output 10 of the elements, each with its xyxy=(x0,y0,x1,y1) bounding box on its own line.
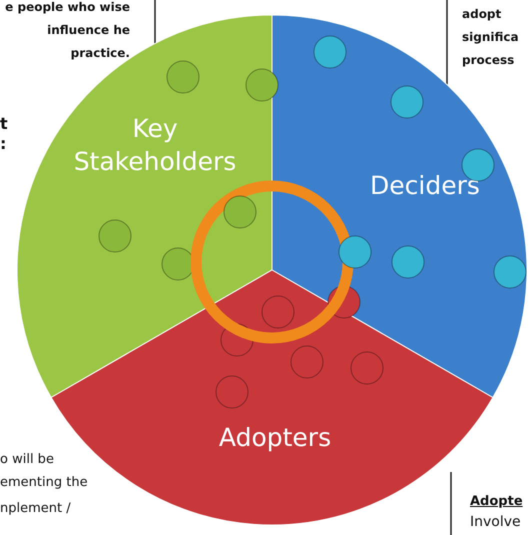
sector-label: Key Stakeholders xyxy=(72,113,238,178)
note-text: adopt significa process xyxy=(462,6,520,69)
note-text: : xyxy=(0,133,6,155)
note-text: e people who wise influence he practice. xyxy=(4,0,130,62)
note-text: t xyxy=(0,113,8,135)
note-text: nplement / xyxy=(0,500,71,518)
note-text: Involve xyxy=(470,513,521,532)
heading-text: Adopte xyxy=(470,493,523,511)
sector-label: Deciders xyxy=(369,170,481,202)
sector-label: Adopters xyxy=(218,422,332,454)
